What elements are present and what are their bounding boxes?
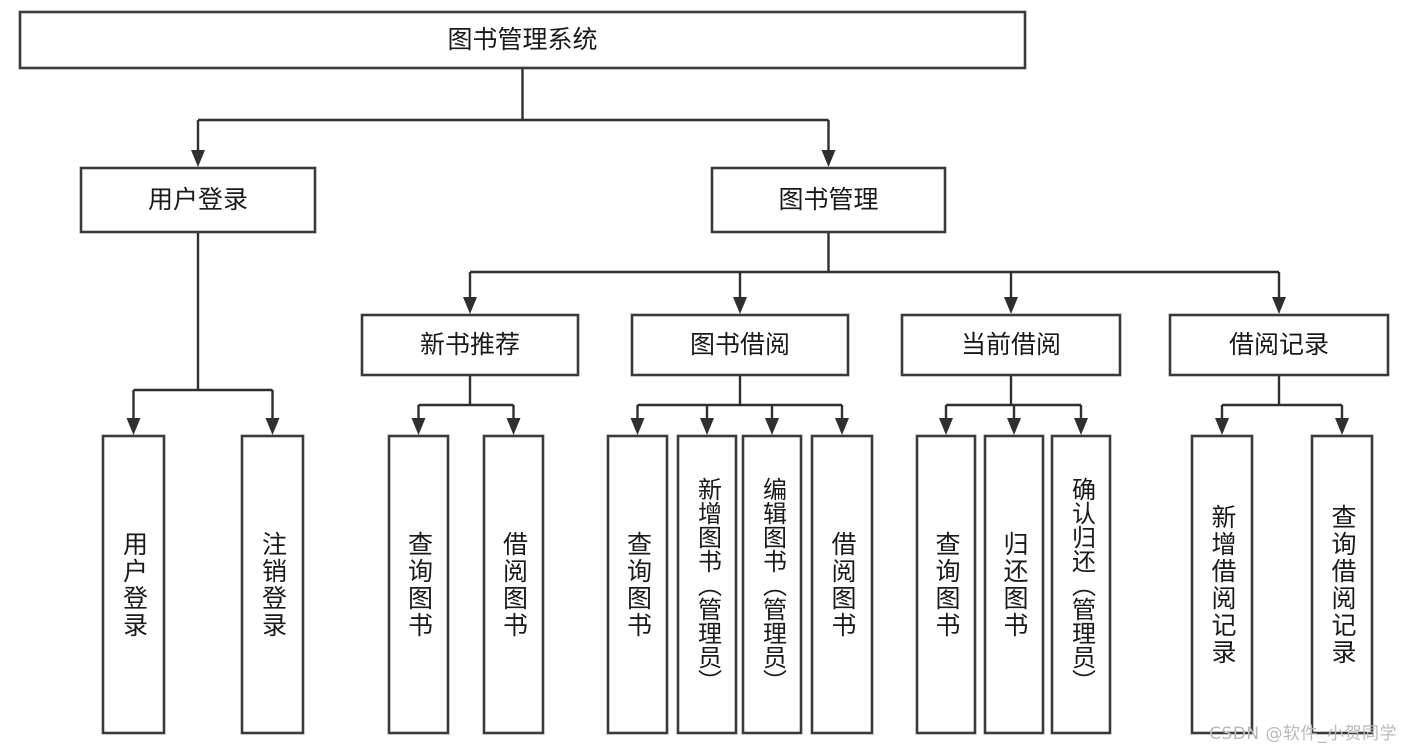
node-box bbox=[900, 313, 1122, 377]
node-box bbox=[1050, 434, 1112, 735]
node-box bbox=[810, 434, 874, 735]
node-level1-用户登录[interactable]: 用户登录 bbox=[79, 166, 317, 234]
leaf-label: 查询图书 bbox=[404, 530, 434, 639]
node-level2-图书借阅[interactable]: 图书借阅 bbox=[630, 313, 850, 377]
leaf-label-container: 借阅图书 bbox=[499, 530, 529, 639]
leaf-node-编辑图书管理员[interactable]: 编辑图书（管理员） bbox=[741, 434, 803, 735]
arrow-head-icon bbox=[411, 418, 426, 435]
leaf-node-查询图书[interactable]: 查询图书 bbox=[606, 434, 669, 735]
node-box bbox=[606, 434, 669, 735]
connector-layer bbox=[126, 68, 1349, 435]
leaf-node-新增借阅记录[interactable]: 新增借阅记录 bbox=[1190, 434, 1254, 735]
node-box bbox=[915, 434, 977, 735]
node-level2-借阅记录[interactable]: 借阅记录 bbox=[1168, 313, 1390, 377]
node-box bbox=[710, 166, 947, 234]
leaf-label: 新增借阅记录 bbox=[1208, 503, 1237, 666]
node-level1-图书管理[interactable]: 图书管理 bbox=[710, 166, 947, 234]
node-box bbox=[1190, 434, 1254, 735]
node-label: 当前借阅 bbox=[961, 330, 1061, 359]
node-level2-当前借阅[interactable]: 当前借阅 bbox=[900, 313, 1122, 377]
arrow-head-icon bbox=[821, 150, 836, 167]
arrow-head-icon bbox=[265, 418, 280, 435]
leaf-label-container: 归还图书 bbox=[1000, 530, 1029, 639]
leaf-node-新增图书管理员[interactable]: 新增图书（管理员） bbox=[676, 434, 738, 735]
leaf-label-container: 用户登录 bbox=[119, 530, 149, 639]
leaf-label: 借阅图书 bbox=[828, 530, 857, 639]
node-box bbox=[1310, 434, 1374, 735]
leaf-label-container: 查询图书 bbox=[623, 530, 653, 639]
leaf-node-查询借阅记录[interactable]: 查询借阅记录 bbox=[1310, 434, 1374, 735]
arrow-head-icon bbox=[1335, 418, 1349, 435]
node-label: 图书管理 bbox=[778, 185, 878, 214]
leaf-label-container: 新增图书（管理员） bbox=[693, 476, 722, 693]
leaf-label: 用户登录 bbox=[119, 530, 149, 639]
arrow-head-icon bbox=[126, 418, 141, 435]
node-box bbox=[983, 434, 1045, 735]
node-label: 新书推荐 bbox=[420, 330, 520, 359]
leaf-label: 查询图书 bbox=[623, 530, 653, 639]
node-box bbox=[79, 166, 317, 234]
arrow-head-icon bbox=[765, 418, 779, 435]
leaf-node-查询图书[interactable]: 查询图书 bbox=[387, 434, 450, 735]
arrow-head-icon bbox=[939, 418, 953, 435]
node-box bbox=[1168, 313, 1390, 377]
node-layer: 图书管理系统用户登录图书管理新书推荐图书借阅当前借阅借阅记录用户登录注销登录查询… bbox=[18, 10, 1390, 735]
node-box bbox=[676, 434, 738, 735]
node-level2-新书推荐[interactable]: 新书推荐 bbox=[360, 313, 580, 377]
node-label: 借阅记录 bbox=[1229, 330, 1329, 359]
leaf-label: 新增图书（管理员） bbox=[693, 476, 722, 693]
node-box bbox=[240, 434, 305, 735]
arrow-head-icon bbox=[191, 150, 205, 167]
node-box bbox=[387, 434, 450, 735]
node-root-图书管理系统[interactable]: 图书管理系统 bbox=[18, 10, 1027, 70]
node-label: 图书管理系统 bbox=[447, 25, 597, 54]
leaf-label: 归还图书 bbox=[1000, 530, 1029, 639]
arrow-head-icon bbox=[700, 418, 714, 435]
node-box bbox=[741, 434, 803, 735]
arrow-head-icon bbox=[506, 418, 521, 435]
arrow-head-icon bbox=[1007, 418, 1021, 435]
leaf-node-确认归还管理员[interactable]: 确认归还（管理员） bbox=[1050, 434, 1112, 735]
arrow-head-icon bbox=[630, 418, 645, 435]
node-label: 用户登录 bbox=[148, 185, 248, 214]
leaf-label-container: 注销登录 bbox=[258, 530, 288, 639]
arrow-head-icon bbox=[1074, 418, 1088, 435]
leaf-label: 注销登录 bbox=[258, 530, 288, 639]
leaf-label-container: 新增借阅记录 bbox=[1208, 503, 1237, 666]
arrow-head-icon bbox=[1004, 297, 1018, 314]
arrow-head-icon bbox=[1272, 297, 1286, 314]
node-box bbox=[482, 434, 545, 735]
arrow-head-icon bbox=[733, 297, 747, 314]
leaf-label: 查询借阅记录 bbox=[1328, 503, 1357, 666]
leaf-node-借阅图书[interactable]: 借阅图书 bbox=[482, 434, 545, 735]
leaf-label: 查询图书 bbox=[932, 530, 961, 639]
leaf-label-container: 查询借阅记录 bbox=[1328, 503, 1357, 666]
leaf-node-注销登录[interactable]: 注销登录 bbox=[240, 434, 305, 735]
leaf-label-container: 查询图书 bbox=[932, 530, 961, 639]
arrow-head-icon bbox=[1215, 418, 1229, 435]
leaf-label: 借阅图书 bbox=[499, 530, 529, 639]
leaf-node-查询图书[interactable]: 查询图书 bbox=[915, 434, 977, 735]
node-box bbox=[630, 313, 850, 377]
leaf-node-借阅图书[interactable]: 借阅图书 bbox=[810, 434, 874, 735]
leaf-label-container: 查询图书 bbox=[404, 530, 434, 639]
arrow-head-icon bbox=[835, 418, 849, 435]
leaf-node-归还图书[interactable]: 归还图书 bbox=[983, 434, 1045, 735]
leaf-label: 编辑图书（管理员） bbox=[758, 476, 787, 693]
leaf-node-用户登录[interactable]: 用户登录 bbox=[101, 434, 166, 735]
node-box bbox=[360, 313, 580, 377]
node-box bbox=[101, 434, 166, 735]
leaf-label-container: 确认归还（管理员） bbox=[1067, 476, 1096, 693]
node-box bbox=[18, 10, 1027, 70]
arrow-head-icon bbox=[463, 297, 477, 314]
leaf-label: 确认归还（管理员） bbox=[1067, 476, 1096, 693]
leaf-label-container: 编辑图书（管理员） bbox=[758, 476, 787, 693]
leaf-label-container: 借阅图书 bbox=[828, 530, 857, 639]
node-label: 图书借阅 bbox=[690, 330, 790, 359]
